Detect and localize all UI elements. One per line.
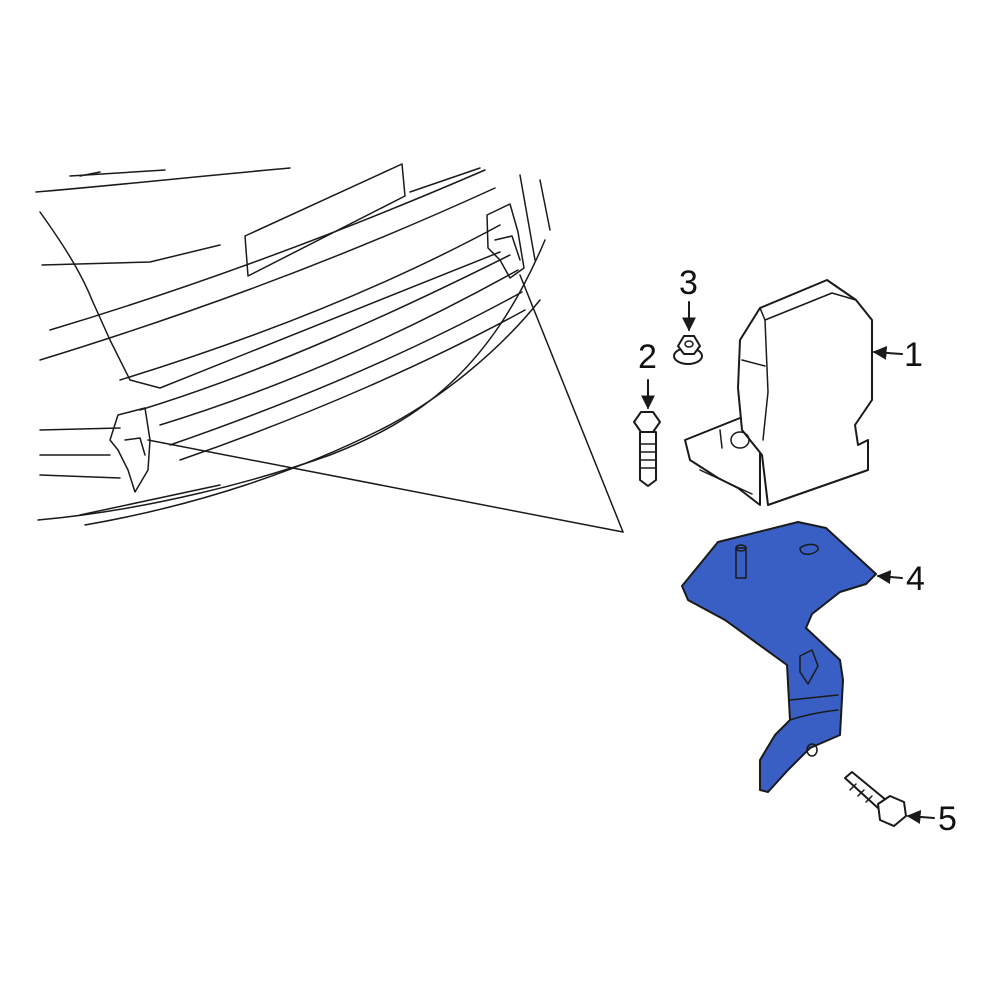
callout-5: 5 <box>938 800 957 838</box>
part-4-bracket-highlighted <box>681 521 877 793</box>
vehicle-front-bumper <box>35 163 624 533</box>
callout-3: 3 <box>679 264 698 302</box>
part-1-module <box>684 279 873 506</box>
callout-arrows <box>641 301 935 824</box>
callout-1: 1 <box>904 336 923 374</box>
part-3-nut <box>673 335 703 365</box>
part-2-bolt <box>633 411 661 487</box>
part-5-bolt <box>844 771 907 827</box>
callout-4: 4 <box>906 560 925 598</box>
callout-2: 2 <box>638 338 657 376</box>
